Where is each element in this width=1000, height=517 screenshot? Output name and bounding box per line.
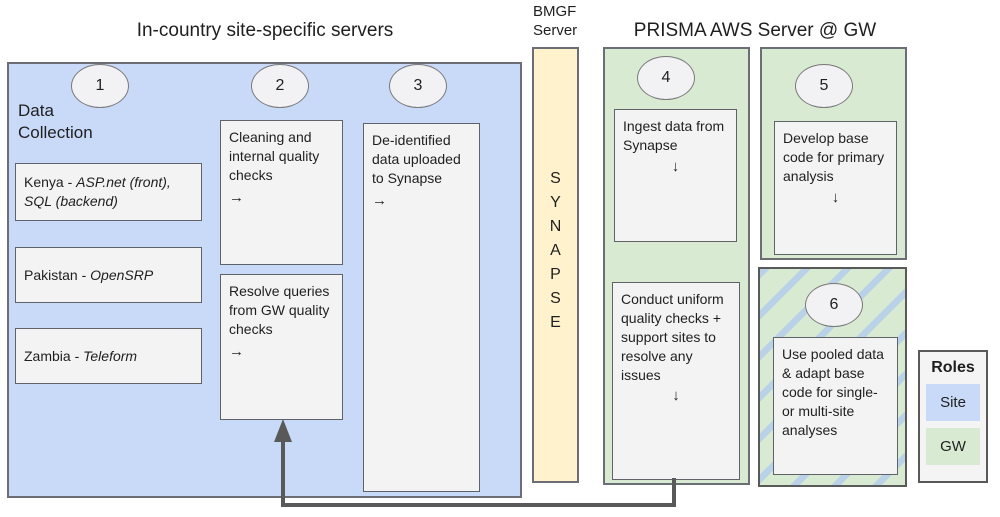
country-system-kenya: ASP.net (front), SQL (backend) [24,174,171,209]
develop-base-code-text: Develop base code for primary analysis [783,130,885,184]
header-bmgf-server: BMGF Server [533,3,577,41]
synapse-server-box: S Y N A P S E [532,47,579,483]
legend-chip-site: Site [926,384,980,421]
down-arrow-icon: ↓ [671,157,680,175]
synapse-letter: Y [550,194,561,211]
header-bmgf-line2: Server [533,21,578,39]
legend-chip-gw-label: GW [940,438,966,455]
synapse-letter: P [550,266,561,283]
synapse-letter: S [550,170,561,187]
feedback-connector-up-segment [281,440,285,507]
roles-legend: Roles Site GW [918,350,988,483]
roles-legend-title: Roles [931,359,975,376]
conduct-quality-checks-text: Conduct uniform quality checks + support… [621,291,724,383]
country-box-pakistan: Pakistan - OpenSRP [15,247,202,303]
right-arrow-icon: → [229,342,244,360]
cleaning-checks-text: Cleaning and internal quality checks [229,129,320,183]
data-collection-label: Data Collection [18,101,93,143]
synapse-letter: E [550,314,561,331]
country-name-zambia: Zambia - [24,347,84,364]
feedback-connector-horizontal-segment [281,503,676,507]
develop-base-code-box: Develop base code for primary analysis ↓ [774,121,897,255]
header-site-servers: In-country site-specific servers [136,20,394,41]
country-system-pakistan: OpenSRP [90,266,154,283]
ingest-data-text: Ingest data from Synapse [623,118,725,153]
header-prisma-aws: PRISMA AWS Server @ GW [633,20,877,41]
step-circle-4: 4 [637,56,695,100]
down-arrow-icon: ↓ [831,188,840,206]
country-system-zambia: Teleform [83,347,138,364]
down-arrow-icon: ↓ [672,387,680,405]
header-bmgf-line1: BMGF [533,3,577,20]
right-arrow-icon: → [372,191,387,209]
deidentified-upload-text: De-identified data uploaded to Synapse [372,132,461,186]
resolve-queries-text: Resolve queries from GW quality checks [229,283,330,337]
synapse-letter: S [550,290,561,307]
country-box-zambia: Zambia - Teleform [15,328,202,384]
right-arrow-icon: → [229,188,244,206]
synapse-vertical-label: S Y N A P S E [534,167,577,335]
step-circle-6: 6 [805,283,863,327]
step-circle-3: 3 [389,64,447,108]
resolve-queries-box: Resolve queries from GW quality checks → [220,274,343,420]
feedback-connector-down-segment [672,478,676,507]
cleaning-checks-box: Cleaning and internal quality checks → [220,120,343,265]
conduct-quality-checks-box: Conduct uniform quality checks + support… [612,282,740,480]
country-name-pakistan: Pakistan - [24,266,91,283]
step-circle-5: 5 [795,64,853,108]
feedback-arrowhead-icon [274,419,292,442]
country-box-kenya: Kenya - ASP.net (front), SQL (backend) [15,163,202,221]
ingest-data-box: Ingest data from Synapse ↓ [614,109,737,242]
step-circle-1: 1 [71,64,129,108]
pooled-analysis-text: Use pooled data & adapt base code for si… [782,346,884,438]
pooled-analysis-box: Use pooled data & adapt base code for si… [773,337,898,475]
step-circle-2: 2 [251,64,309,108]
synapse-letter: N [549,218,562,235]
legend-chip-gw: GW [926,428,980,465]
synapse-letter: A [550,242,561,259]
deidentified-upload-box: De-identified data uploaded to Synapse → [363,123,480,492]
country-name-kenya: Kenya - [24,174,77,191]
legend-chip-site-label: Site [940,394,966,411]
